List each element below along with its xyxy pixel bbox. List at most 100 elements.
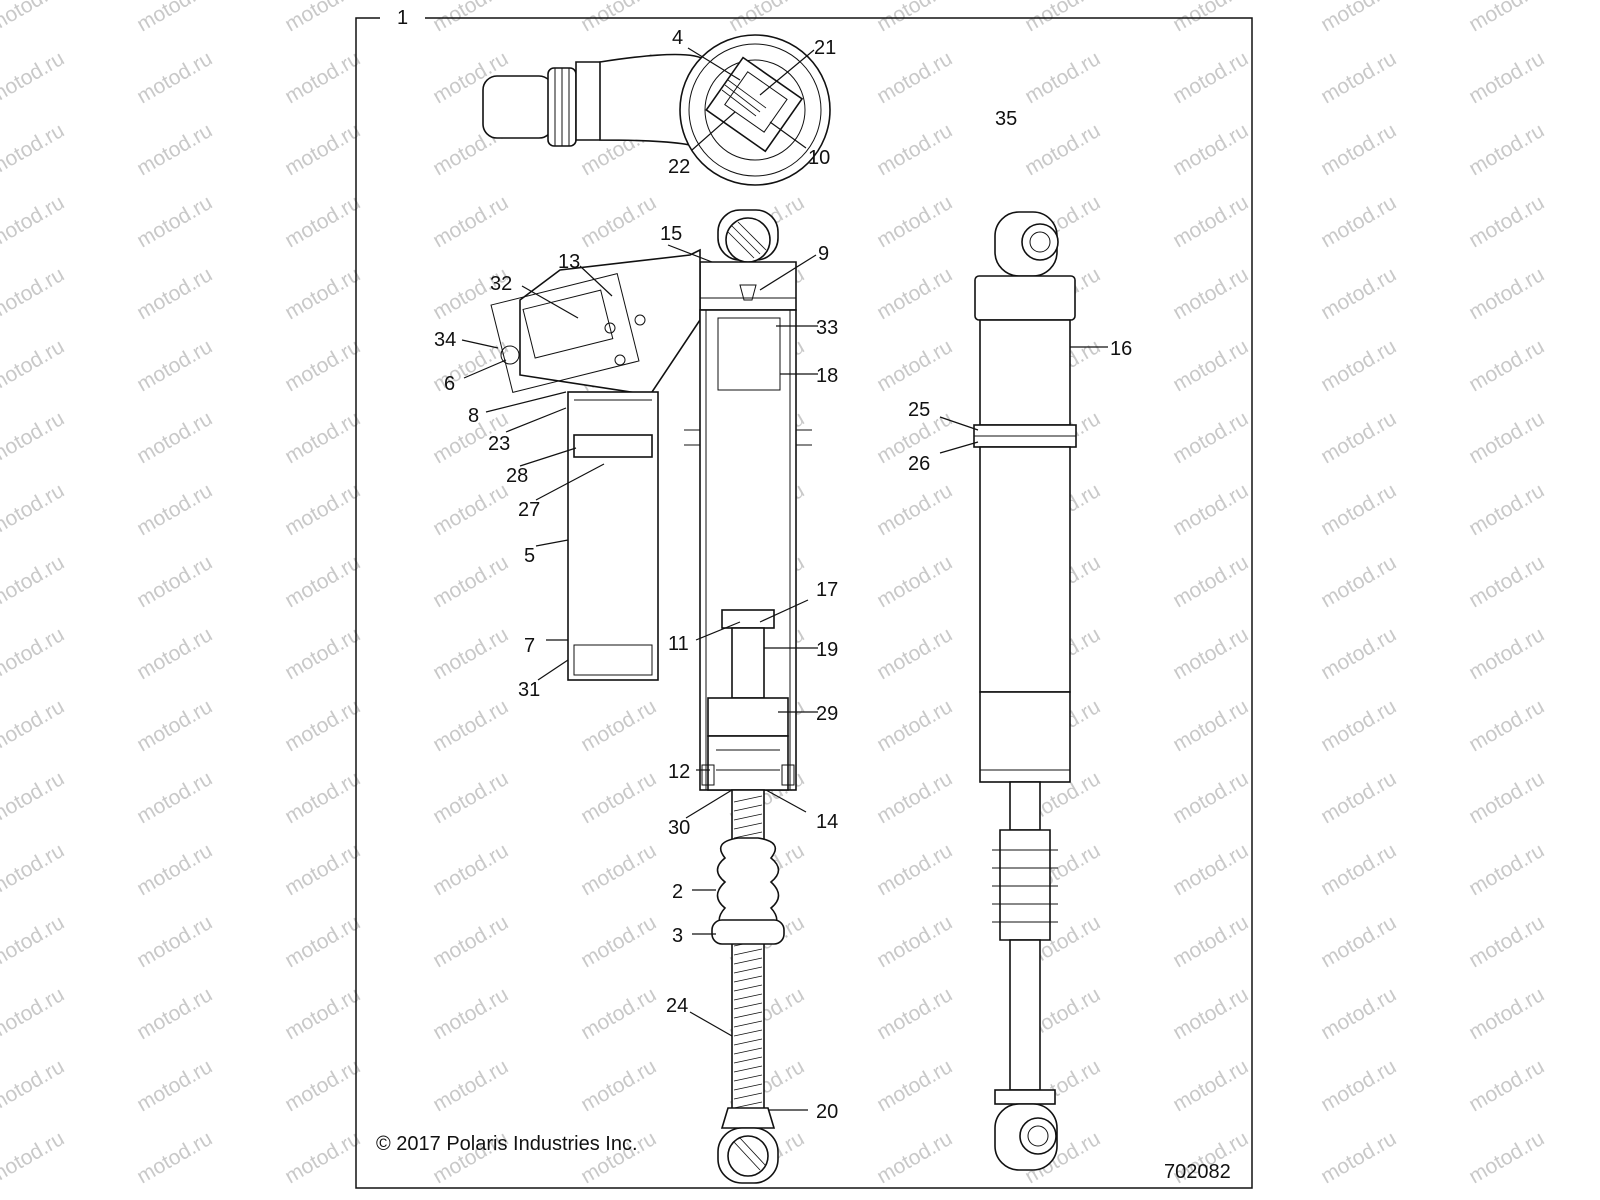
callout-25: 25 [908,399,930,421]
watermark-text: motod.ru [281,47,364,108]
watermark-text: motod.ru [133,407,216,468]
watermark-text: motod.ru [429,695,512,756]
callout-35: 35 [995,108,1017,130]
watermark-text: motod.ru [1169,839,1252,900]
watermark-text: motod.ru [281,0,364,36]
callout-13: 13 [558,251,580,273]
watermark-text: motod.ru [1021,47,1104,108]
watermark-text: motod.ru [1465,119,1548,180]
watermark-text: motod.ru [429,191,512,252]
callout-19: 19 [816,639,838,661]
callout-labels: 1 35 4 21 22 10 15 9 13 32 34 6 8 23 28 … [397,7,1132,1123]
watermark-text: motod.ru [1317,767,1400,828]
watermark-text: motod.ru [1169,191,1252,252]
watermark-text: motod.ru [133,0,216,36]
watermark-text: motod.ru [1465,191,1548,252]
shaft-thread-line [733,1092,763,1100]
watermark-text: motod.ru [873,767,956,828]
shaft-thread-line [733,1101,763,1109]
watermark-text: motod.ru [281,335,364,396]
watermark-text: motod.ru [0,479,68,540]
watermark-text: motod.ru [1169,551,1252,612]
watermark-text: motod.ru [1317,263,1400,324]
watermark-text: motod.ru [133,119,216,180]
watermark-text: motod.ru [1465,983,1548,1044]
shaft-thread-line [733,993,763,1001]
callout-20: 20 [816,1101,838,1123]
callout-17: 17 [816,579,838,601]
shaft-thread-line [733,975,763,983]
callout-30: 30 [668,817,690,839]
callout-28: 28 [506,465,528,487]
watermark-text: motod.ru [0,47,68,108]
watermark-text: motod.ru [1317,1127,1400,1188]
callout-4: 4 [672,27,683,49]
watermark-text: motod.ru [429,1055,512,1116]
watermark-text: motod.ru [1465,263,1548,324]
shaft-thread-line [733,1056,763,1064]
watermark-text: motod.ru [1169,1055,1252,1116]
watermark-text: motod.ru [429,839,512,900]
watermark-text: motod.ru [281,767,364,828]
callout-2: 2 [672,881,683,903]
callout-29: 29 [816,703,838,725]
watermark-text: motod.ru [0,1055,68,1116]
callout-31: 31 [518,679,540,701]
watermark-text: motod.ru [281,191,364,252]
watermark-text: motod.ru [577,983,660,1044]
shaft-thread-line [733,1029,763,1037]
watermark-text: motod.ru [1465,1127,1548,1188]
cross-section-view [490,209,812,1184]
watermark-text: motod.ru [0,839,68,900]
callout-3: 3 [672,925,683,947]
shaft-thread-line [733,1074,763,1082]
callout-7: 7 [524,635,535,657]
shaft-thread-line [733,822,763,830]
callout-8: 8 [468,405,479,427]
watermark-text: motod.ru [1317,1055,1400,1116]
callout-16: 16 [1110,338,1132,360]
watermark-text: motod.ru [0,1127,68,1188]
watermark-text: motod.ru [873,47,956,108]
shaft-thread-line [733,957,763,965]
watermark-text: motod.ru [429,623,512,684]
watermark-text: motod.ru [1169,911,1252,972]
watermark-text: motod.ru [133,911,216,972]
watermark-text: motod.ru [133,983,216,1044]
watermark-text: motod.ru [1465,47,1548,108]
watermark-text: motod.ru [281,551,364,612]
watermark-text: motod.ru [429,911,512,972]
watermark-text: motod.ru [281,263,364,324]
watermark-text: motod.ru [1465,407,1548,468]
watermark-text: motod.ru [1317,191,1400,252]
watermark-text: motod.ru [1465,839,1548,900]
callout-32: 32 [490,273,512,295]
callout-11: 11 [668,633,689,655]
watermark-text: motod.ru [1465,479,1548,540]
watermark-text: motod.ru [133,263,216,324]
watermark-text: motod.ru [133,1055,216,1116]
watermark-text: motod.ru [281,1055,364,1116]
watermark-text: motod.ru [1465,767,1548,828]
watermark-text: motod.ru [133,695,216,756]
watermark-text: motod.ru [0,911,68,972]
watermark-text: motod.ru [281,839,364,900]
exterior-view [973,211,1077,1171]
callout-34: 34 [434,329,456,351]
watermark-text: motod.ru [1465,695,1548,756]
watermark-text: motod.ru [577,695,660,756]
watermark-text: motod.ru [1317,0,1400,36]
callout-27: 27 [518,499,540,521]
watermark-text: motod.ru [1465,623,1548,684]
callout-frame: 1 [397,7,408,29]
shaft-thread-line [733,831,763,839]
callout-21: 21 [814,37,836,59]
watermark-text: motod.ru [0,119,68,180]
watermark-text: motod.ru [577,911,660,972]
watermark-text: motod.ru [133,839,216,900]
shaft-thread-line [733,1083,763,1091]
leader-lines [461,47,1108,1111]
watermark-text: motod.ru [873,191,956,252]
callout-18: 18 [816,365,838,387]
